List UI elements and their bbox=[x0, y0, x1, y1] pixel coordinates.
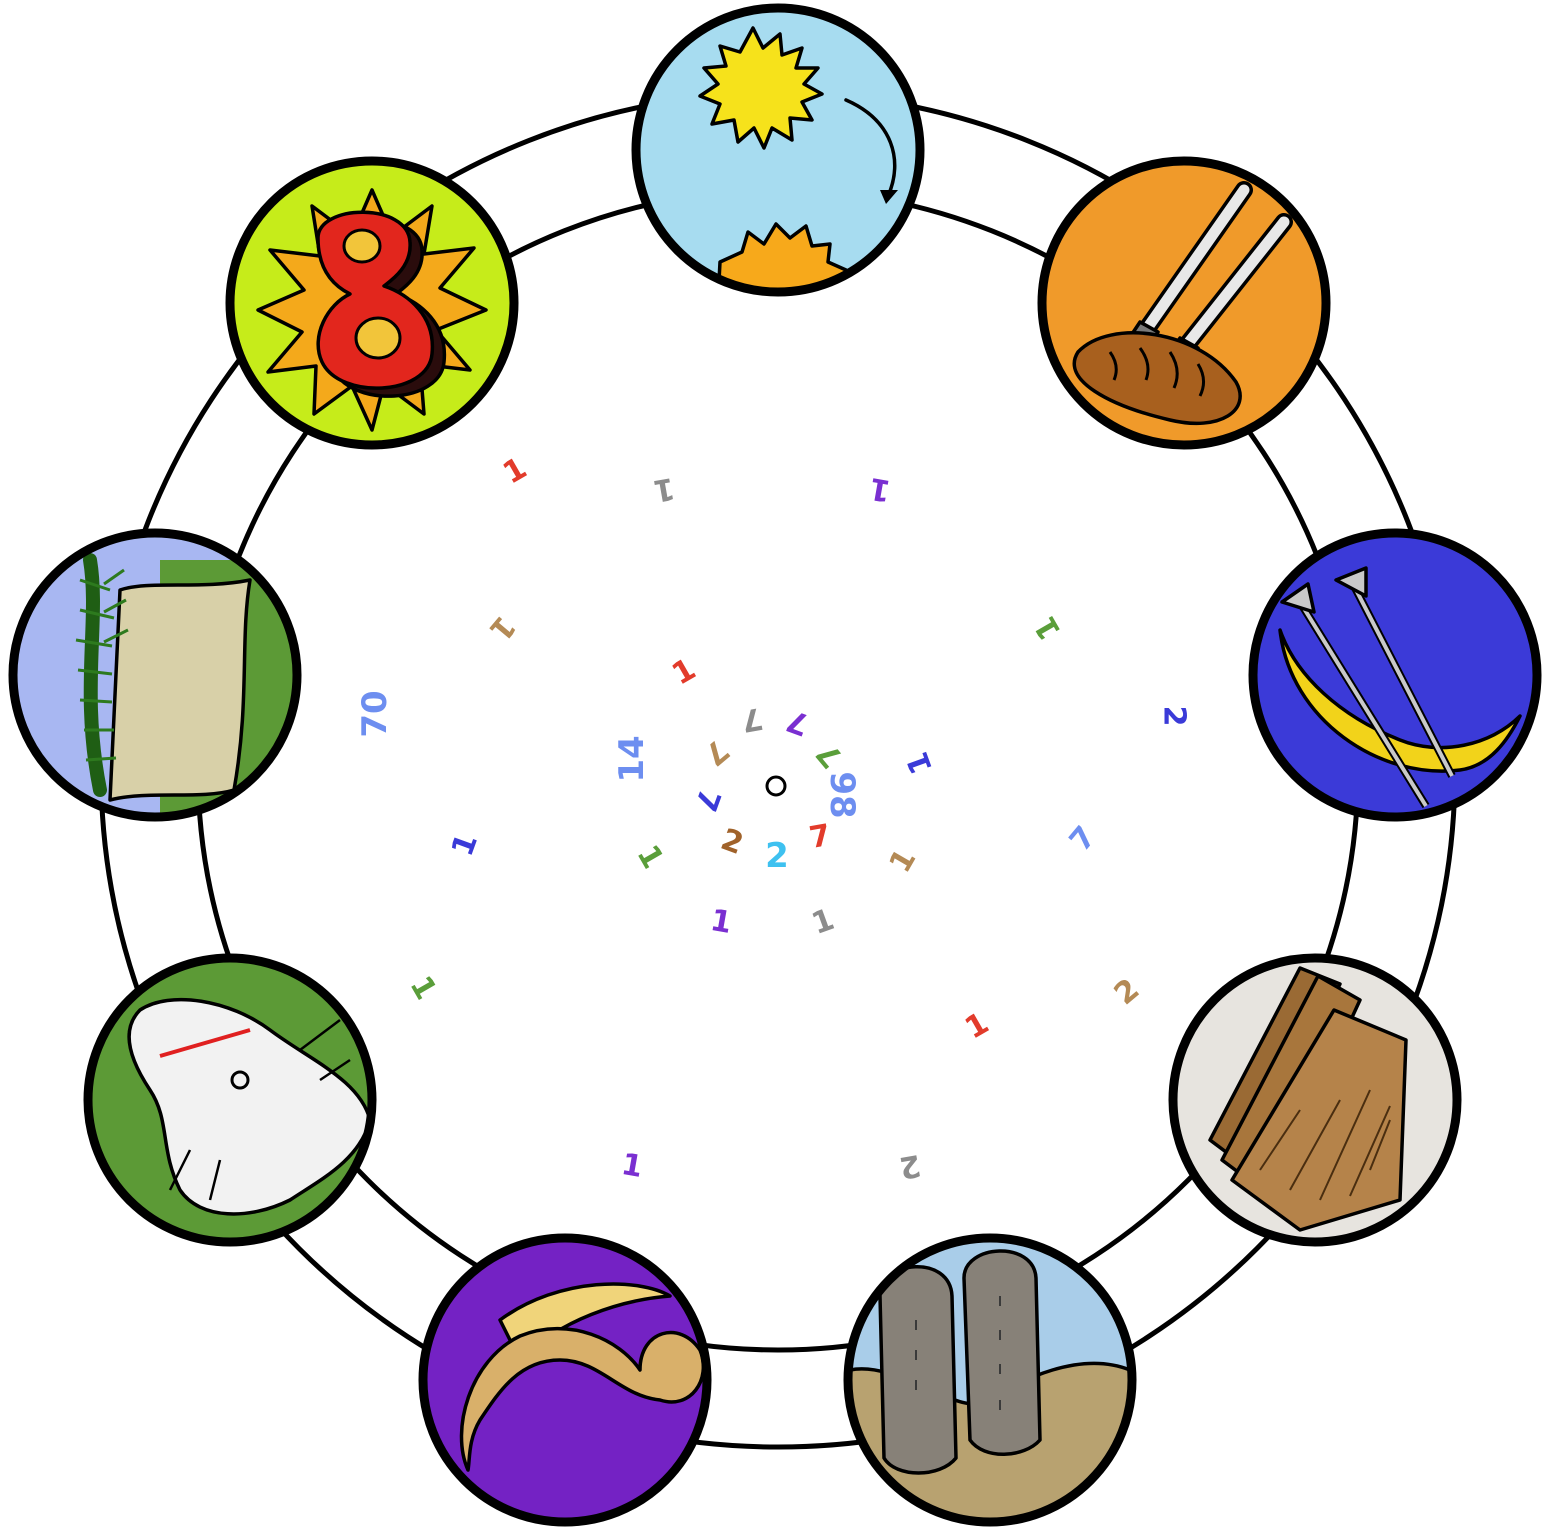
number-label: 1 bbox=[1028, 610, 1069, 646]
number-label: 1 bbox=[900, 747, 940, 779]
number-label: 2 bbox=[716, 822, 748, 862]
number-label: 7 bbox=[807, 818, 834, 856]
goat-icon bbox=[88, 958, 372, 1242]
number-label: 2 bbox=[765, 836, 789, 876]
number-label: 7 bbox=[739, 700, 766, 738]
candles-bread-icon bbox=[1042, 161, 1326, 445]
number-label: 7 bbox=[697, 732, 735, 772]
number-label: 7 bbox=[1063, 820, 1103, 858]
number-label: 70 bbox=[355, 690, 395, 737]
eight-icon bbox=[230, 161, 514, 445]
number-label: 98 bbox=[822, 771, 862, 818]
number-label: 1 bbox=[666, 652, 702, 693]
number-label: 1 bbox=[883, 843, 924, 879]
number-label: 14 bbox=[612, 735, 652, 782]
number-label: 1 bbox=[807, 902, 839, 942]
sunset-icon bbox=[636, 8, 920, 300]
number-label: 1 bbox=[497, 451, 533, 492]
number-label: 1 bbox=[482, 609, 522, 647]
tablets-icon bbox=[848, 1238, 1140, 1522]
number-label: 1 bbox=[630, 839, 671, 875]
number-label: 1 bbox=[403, 970, 444, 1006]
number-label: 1 bbox=[959, 1006, 995, 1047]
number-label: 7 bbox=[687, 784, 727, 816]
medallions bbox=[13, 8, 1537, 1522]
branches-icon bbox=[13, 533, 320, 820]
center-marker bbox=[767, 777, 785, 795]
number-label: 1 bbox=[708, 903, 735, 941]
numbers: 1 1 1 1 1 1 70 2 7 7 7 7 14 1 98 7 1 2 7… bbox=[355, 451, 1192, 1185]
number-label: 7 bbox=[782, 702, 814, 742]
number-label: 1 bbox=[445, 829, 485, 861]
number-label: 1 bbox=[867, 470, 894, 508]
number-label: 2 bbox=[1157, 706, 1192, 727]
trumpets-crescent-icon bbox=[1253, 533, 1537, 817]
shofar-icon bbox=[423, 1238, 707, 1522]
number-label: 2 bbox=[897, 1147, 924, 1185]
number-label: 1 bbox=[619, 1147, 646, 1185]
number-label: 7 bbox=[810, 736, 850, 774]
number-label: 1 bbox=[651, 470, 678, 508]
matzah-icon bbox=[1173, 958, 1457, 1242]
number-label: 2 bbox=[1108, 972, 1146, 1012]
